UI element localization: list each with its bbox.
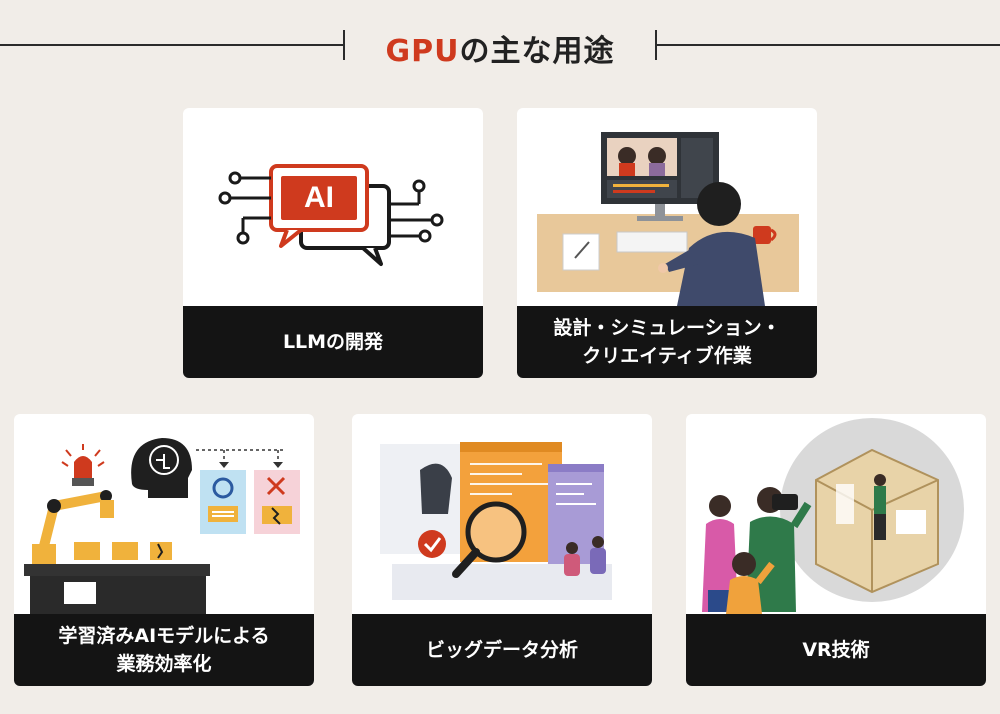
card-vr: VR技術 xyxy=(686,414,986,686)
page-title-accent: GPU xyxy=(385,34,460,69)
section-header: GPUの主な用途 xyxy=(0,18,1000,74)
monitor-person-icon xyxy=(537,132,799,306)
header-tick-left xyxy=(343,30,345,60)
card-automation-label: 学習済みAIモデルによる 業務効率化 xyxy=(14,614,314,686)
page-title: GPUの主な用途 xyxy=(345,26,655,70)
ai-text: AI xyxy=(304,181,334,214)
card-llm-label-line1: LLMの開発 xyxy=(282,331,384,353)
magnifier-data-icon xyxy=(380,442,612,600)
header-rule-left xyxy=(0,44,345,46)
big-data-illustration xyxy=(352,414,652,614)
card-vr-label-line1: VR技術 xyxy=(802,639,870,661)
card-automation-label-line1: 学習済みAIモデルによる xyxy=(58,625,270,647)
card-bigdata: ビッグデータ分析 xyxy=(352,414,652,686)
designer-illustration xyxy=(517,108,817,306)
card-design: 設計・シミュレーション・ クリエイティブ作業 xyxy=(517,108,817,378)
card-design-label: 設計・シミュレーション・ クリエイティブ作業 xyxy=(517,306,817,378)
factory-robot-illustration xyxy=(14,414,314,614)
card-design-label-line2: クリエイティブ作業 xyxy=(582,345,752,367)
card-design-label-line1: 設計・シミュレーション・ xyxy=(553,317,781,339)
header-rule-right xyxy=(656,44,1000,46)
robot-arm-icon xyxy=(24,438,300,614)
card-llm-label: LLMの開発 xyxy=(183,306,483,378)
page-title-rest: の主な用途 xyxy=(459,34,615,69)
vr-family-illustration xyxy=(686,414,986,614)
card-llm: AI LLMの開発 xyxy=(183,108,483,378)
card-bigdata-label-line1: ビッグデータ分析 xyxy=(425,639,578,661)
card-vr-label: VR技術 xyxy=(686,614,986,686)
ai-chat-illustration: AI xyxy=(183,108,483,306)
card-automation-label-line2: 業務効率化 xyxy=(116,653,212,675)
card-automation: 学習済みAIモデルによる 業務効率化 xyxy=(14,414,314,686)
ai-chat-icon xyxy=(218,164,444,266)
card-bigdata-label: ビッグデータ分析 xyxy=(352,614,652,686)
vr-headset-icon xyxy=(702,418,964,614)
